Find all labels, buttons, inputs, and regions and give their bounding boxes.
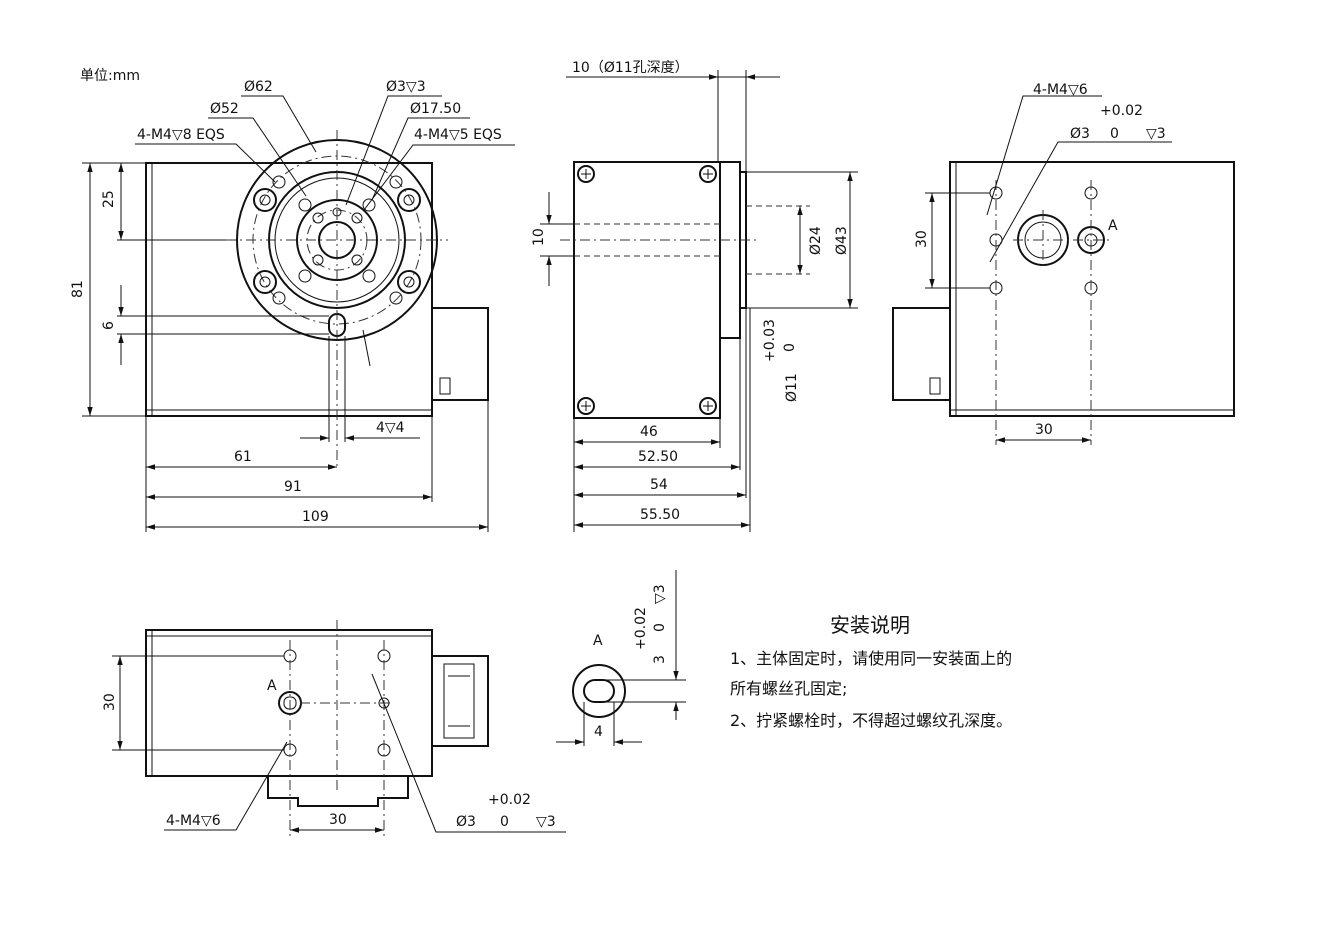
dim-109: 109 [302,509,329,525]
rear-datum-a: A [1108,218,1118,234]
rear-callout-depth: ▽3 [1146,126,1166,142]
dim-4-4: 4▽4 [376,420,405,436]
bottom-view: A 30 30 4-M4▽6 +0.02 Ø3 0 ▽3 [102,620,566,840]
callout-phi17-5: Ø17.50 [410,101,461,117]
dim-6: 6 [101,321,117,330]
dim-55-5: 55.50 [640,507,680,523]
side-body-outline [573,161,721,419]
rear-callout-pin: Ø3 [1070,126,1090,142]
dim-10: 10 [531,228,547,246]
dim-81: 81 [70,280,86,298]
detail-d4: 4 [594,724,603,740]
callout-m4-5: 4-M4▽5 EQS [414,127,502,143]
unit-label: 单位:mm [80,68,140,84]
rear-view: A 30 30 4-M4▽6 +0.02 Ø3 0 ▽3 [892,82,1235,445]
bottom-connector [431,655,489,747]
bottom-dim-30-v: 30 [102,693,118,711]
rear-callout-tol: +0.02 [1100,103,1143,119]
dim-52-5: 52.50 [638,449,678,465]
callout-phi3-3: Ø3▽3 [386,79,426,95]
dim-phi43: Ø43 [834,226,850,255]
bottom-callout-tol: +0.02 [488,792,531,808]
front-connector [431,307,489,401]
side-view: Ø24 Ø43 10 10（Ø11孔深度） +0.03 0 Ø11 46 52.… [531,60,858,532]
dim-phi24: Ø24 [808,226,824,255]
bottom-callout-depth: ▽3 [536,814,556,830]
dim-54: 54 [650,477,668,493]
bottom-callout-pin: Ø3 [456,814,476,830]
rear-connector [892,307,951,401]
notes-line-1: 1、主体固定时，请使用同一安装面上的 [730,649,1012,668]
rear-dim-30-v: 30 [914,230,930,248]
notes-line-3: 2、拧紧螺栓时，不得超过螺纹孔深度。 [730,711,1012,730]
dim-tol-0: 0 [782,343,798,352]
notes-title: 安装说明 [830,613,910,637]
dim-91: 91 [284,479,302,495]
bottom-datum-a: A [267,678,277,694]
rear-body-outline [949,161,1235,417]
detail-depth: ▽3 [652,584,668,604]
callout-depth: 10（Ø11孔深度） [572,60,689,76]
front-view: Ø62 Ø52 4-M4▽8 EQS Ø3▽3 Ø17.50 4-M4▽5 EQ… [70,79,515,532]
installation-notes: 安装说明 1、主体固定时，请使用同一安装面上的 所有螺丝孔固定; 2、拧紧螺栓时… [730,613,1012,730]
rear-callout-m4-6: 4-M4▽6 [1033,82,1088,98]
front-body-outline [145,162,433,417]
dim-61: 61 [234,449,252,465]
dim-46: 46 [640,424,658,440]
bottom-callout-m4-6: 4-M4▽6 [166,813,221,829]
callout-m4-8: 4-M4▽8 EQS [137,127,225,143]
detail-tol: +0.02 [633,607,649,650]
bottom-dim-30-h: 30 [329,812,347,828]
dim-tol-03: +0.03 [762,319,778,362]
notes-line-2: 所有螺丝孔固定; [730,679,847,698]
bottom-callout-pin0: 0 [500,814,509,830]
detail-tol0: 0 [652,623,668,632]
side-screws [577,165,717,415]
detail-d3: 3 [652,655,668,664]
dim-25: 25 [101,190,117,208]
callout-phi62: Ø62 [244,79,273,95]
rear-callout-pin0: 0 [1110,126,1119,142]
detail-datum-a: A [593,633,603,649]
dim-phi11: Ø11 [784,373,800,402]
rear-dim-30-h: 30 [1035,422,1053,438]
callout-phi52: Ø52 [210,101,239,117]
detail-view-a: A 4 +0.02 0 3 ▽3 [556,570,686,746]
bolt-heads [253,188,421,294]
